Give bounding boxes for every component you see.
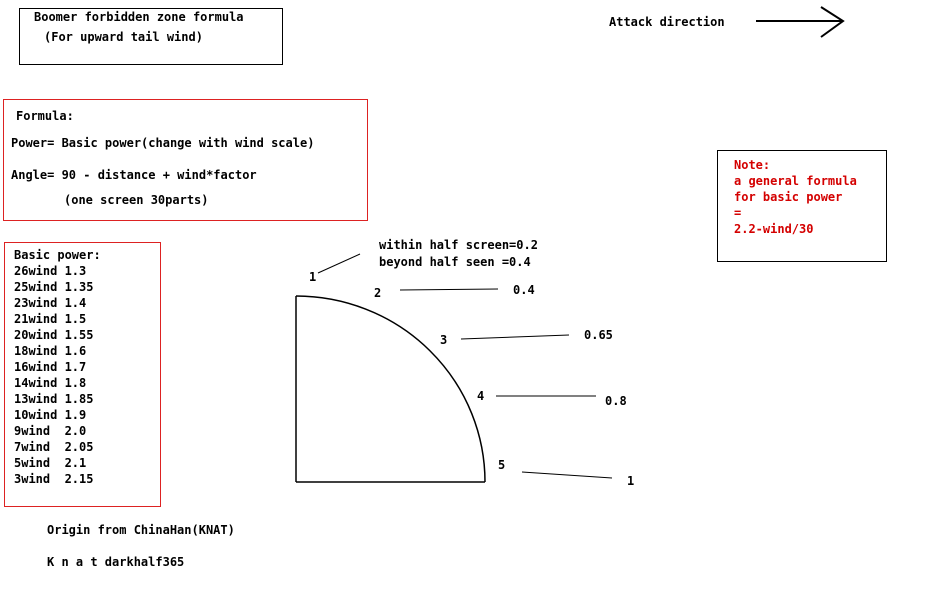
note-heading: Note: xyxy=(734,158,771,172)
attack-direction-label: Attack direction xyxy=(609,15,725,29)
basic-power-row: 25wind 1.35 xyxy=(14,280,94,294)
basic-power-row: 7wind 2.05 xyxy=(14,440,94,454)
point-label-3: 3 xyxy=(440,333,448,347)
basic-power-row: 5wind 2.1 xyxy=(14,456,87,470)
note-line2: for basic power xyxy=(734,190,843,204)
leader-line-2 xyxy=(399,288,499,291)
leader-line-3 xyxy=(460,334,570,340)
basic-power-row: 13wind 1.85 xyxy=(14,392,94,406)
right-arrow-icon xyxy=(756,6,845,38)
half-screen-note-2: beyond half seen =0.4 xyxy=(379,255,531,269)
title-box xyxy=(19,8,283,65)
credits-origin: Origin from ChinaHan(KNAT) xyxy=(47,523,235,537)
basic-power-heading: Basic power: xyxy=(14,248,101,262)
basic-power-row: 9wind 2.0 xyxy=(14,424,87,438)
basic-power-row: 10wind 1.9 xyxy=(14,408,87,422)
factor-label-3: 0.65 xyxy=(584,328,613,342)
title-line1: Boomer forbidden zone formula xyxy=(34,10,244,24)
formula-box xyxy=(3,99,368,221)
formula-heading: Formula: xyxy=(16,109,74,123)
angle-arc xyxy=(295,295,486,483)
leader-line-1 xyxy=(317,253,361,274)
factor-label-5: 1 xyxy=(627,474,635,488)
factor-label-4: 0.8 xyxy=(605,394,627,408)
basic-power-row: 21wind 1.5 xyxy=(14,312,87,326)
basic-power-row: 3wind 2.15 xyxy=(14,472,94,486)
leader-line-5 xyxy=(521,471,613,479)
basic-power-row: 23wind 1.4 xyxy=(14,296,87,310)
factor-label-2: 0.4 xyxy=(513,283,535,297)
point-label-1: 1 xyxy=(309,270,317,284)
note-box xyxy=(717,150,887,262)
point-label-2: 2 xyxy=(374,286,382,300)
basic-power-row: 14wind 1.8 xyxy=(14,376,87,390)
credits-authors: K n a t darkhalf365 xyxy=(47,555,185,569)
formula-angle: Angle= 90 - distance + wind*factor xyxy=(11,168,257,182)
point-label-5: 5 xyxy=(498,458,506,472)
note-line1: a general formula xyxy=(734,174,857,188)
basic-power-row: 18wind 1.6 xyxy=(14,344,87,358)
note-line3: = xyxy=(734,206,742,220)
formula-power: Power= Basic power(change with wind scal… xyxy=(11,136,315,150)
basic-power-box xyxy=(4,242,161,507)
half-screen-note-1: within half screen=0.2 xyxy=(379,238,538,252)
basic-power-row: 26wind 1.3 xyxy=(14,264,87,278)
formula-screen-note: (one screen 30parts) xyxy=(64,193,209,207)
note-line4: 2.2-wind/30 xyxy=(734,222,814,236)
point-label-4: 4 xyxy=(477,389,485,403)
basic-power-row: 20wind 1.55 xyxy=(14,328,94,342)
title-line2: (For upward tail wind) xyxy=(44,30,203,44)
basic-power-row: 16wind 1.7 xyxy=(14,360,87,374)
